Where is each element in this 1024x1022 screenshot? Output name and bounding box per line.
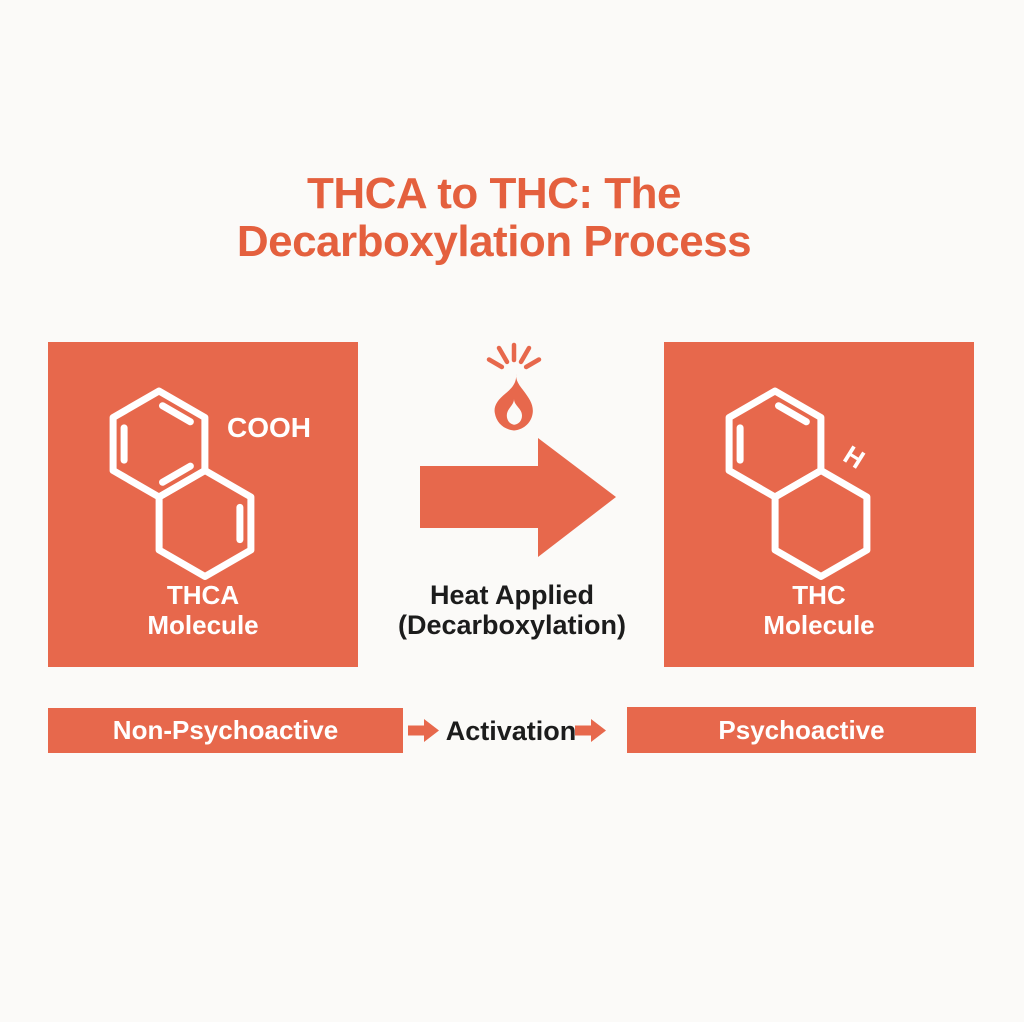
heat-applied-line-2: (Decarboxylation)	[397, 610, 627, 640]
transformation-arrow-icon	[420, 438, 616, 557]
thca-panel-caption-line-2: Molecule	[147, 610, 259, 640]
flow-arrow-icon-1	[408, 719, 439, 742]
flow-arrow-icon-2	[575, 719, 606, 742]
heat-applied-line-1: Heat Applied	[429, 580, 595, 610]
psychoactive-label: Psychoactive	[718, 714, 885, 745]
non-psychoactive-bar: Non-Psychoactive	[48, 708, 403, 753]
cooh-group-label: COOH	[227, 412, 311, 443]
thca-panel: COOH THCA Molecule	[48, 342, 358, 667]
page-title: THCA to THC: The Decarboxylation Process	[0, 170, 1006, 266]
heat-applied-caption: Heat Applied (Decarboxylation)	[352, 580, 672, 640]
psychoactive-bar: Psychoactive	[627, 707, 976, 753]
page-title-line-1: THCA to THC: The	[306, 169, 682, 218]
flame-icon	[486, 342, 542, 431]
page-title-line-2: Decarboxylation Process	[236, 217, 752, 266]
thc-panel: H THC Molecule	[664, 342, 974, 667]
thca-molecule-icon	[109, 387, 255, 580]
thc-panel-caption-line-1: THC	[792, 580, 846, 610]
thc-molecule-icon	[725, 387, 871, 580]
activation-label: Activation	[445, 716, 577, 746]
thc-panel-caption: THC Molecule	[664, 580, 974, 640]
non-psychoactive-label: Non-Psychoactive	[112, 715, 339, 745]
thca-panel-caption: THCA Molecule	[48, 580, 358, 640]
thca-panel-caption-line-1: THCA	[166, 580, 240, 610]
thc-panel-caption-line-2: Molecule	[763, 610, 875, 640]
